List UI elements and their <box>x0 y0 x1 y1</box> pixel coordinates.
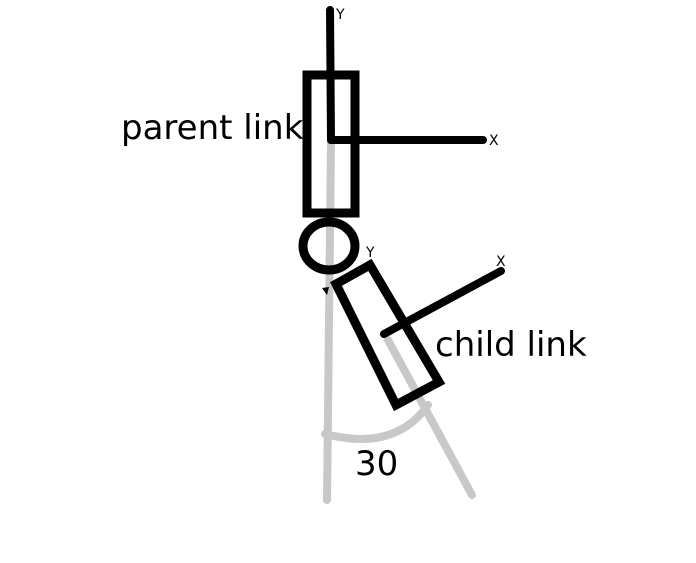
parent-frame <box>326 6 487 144</box>
angle-arc <box>321 401 432 443</box>
parent-link-label: parent link <box>121 108 304 148</box>
child-frame <box>380 267 505 338</box>
parent-x-axis-label: X <box>489 133 499 149</box>
joint-tick <box>322 287 329 295</box>
child-link-rect <box>330 258 446 412</box>
parent-y-axis <box>326 6 335 144</box>
vertical-reference-line <box>323 138 335 504</box>
child-link-label: child link <box>435 325 587 365</box>
child-axis-reference-line <box>384 336 476 499</box>
joint-circle <box>298 217 360 275</box>
parent-y-axis-label: Y <box>335 7 345 23</box>
child-x-axis-label: X <box>496 254 506 270</box>
angle-label: 30 <box>355 444 398 484</box>
child-x-axis <box>380 267 505 338</box>
child-y-axis-label: Y <box>365 245 375 261</box>
reference-lines <box>321 138 476 504</box>
